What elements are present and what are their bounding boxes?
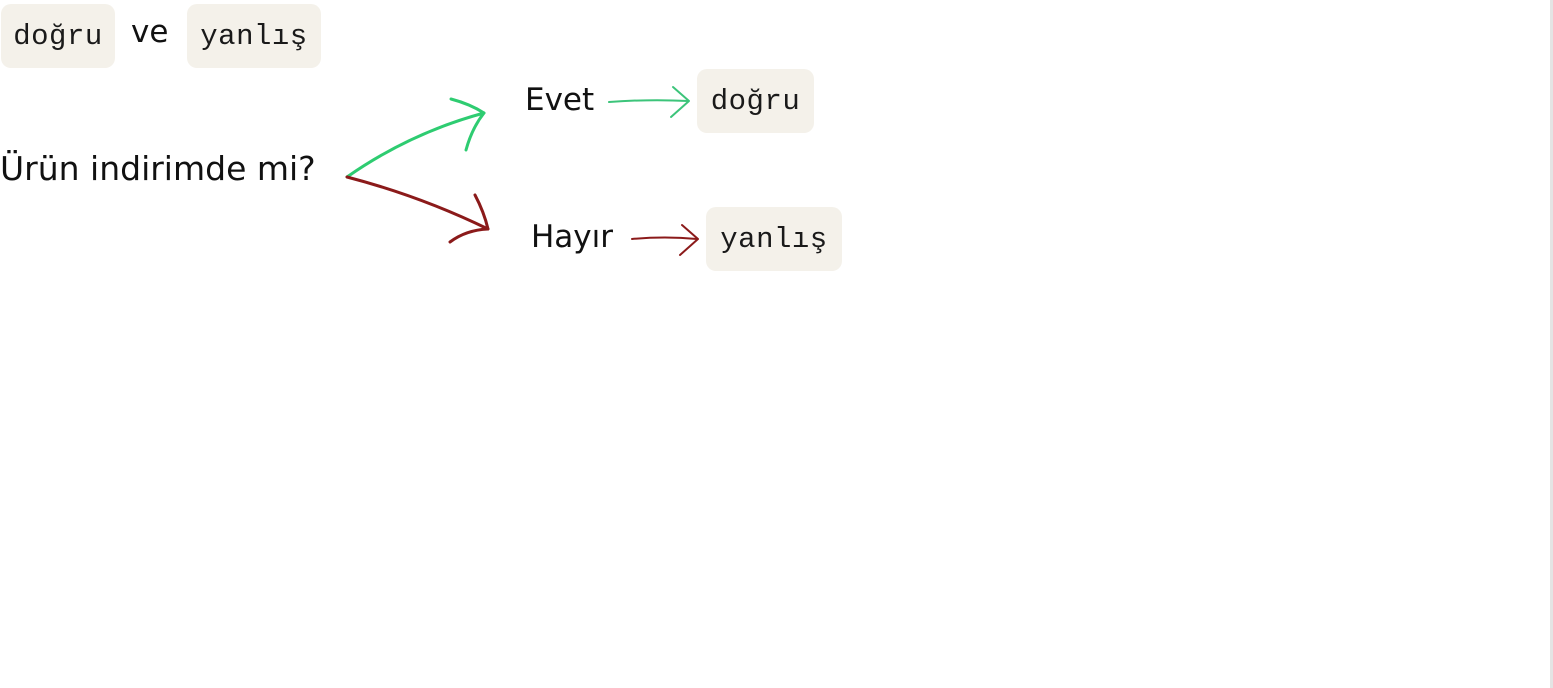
connector-text: ve xyxy=(131,14,169,50)
true-literal-text: doğru xyxy=(13,19,103,53)
yes-result-chip: doğru xyxy=(697,69,814,133)
no-result-text: yanlış xyxy=(720,222,828,256)
page-edge xyxy=(1550,0,1553,688)
false-literal-chip: yanlış xyxy=(187,4,321,68)
no-result-arrow-icon xyxy=(631,224,699,256)
yes-answer-text: Evet xyxy=(525,82,595,118)
false-literal-text: yanlış xyxy=(200,19,308,53)
question-text: Ürün indirimde mi? xyxy=(0,149,316,188)
no-branch-arrow-icon xyxy=(345,175,490,244)
yes-result-text: doğru xyxy=(710,84,801,118)
no-answer-text: Hayır xyxy=(531,219,614,255)
yes-result-arrow-icon xyxy=(608,86,690,118)
no-result-chip: yanlış xyxy=(706,207,842,271)
true-literal-chip: doğru xyxy=(1,4,115,68)
yes-branch-arrow-icon xyxy=(345,97,486,179)
